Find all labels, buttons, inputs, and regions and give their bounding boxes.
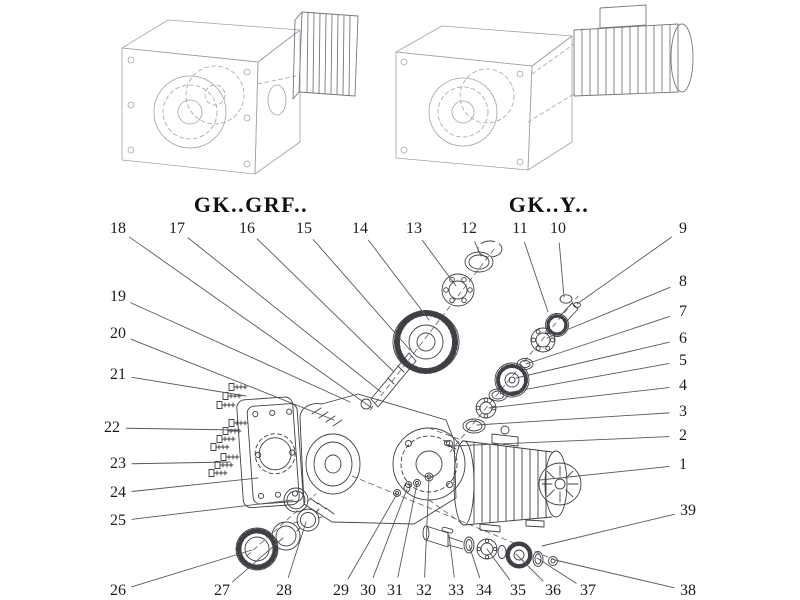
callout-16: 16 — [239, 220, 255, 237]
gearbox-grf-drawing — [121, 11, 359, 175]
callout-39: 39 — [680, 502, 696, 519]
leader-lines — [125, 236, 675, 589]
leader-line-10 — [558, 242, 565, 298]
callout-21: 21 — [110, 366, 126, 383]
callout-20: 20 — [110, 325, 126, 342]
callout-18: 18 — [110, 220, 126, 237]
motor-finned-body — [573, 4, 694, 97]
leader-line-38 — [554, 559, 675, 589]
leader-line-26 — [130, 549, 253, 588]
leader-line-1 — [539, 466, 670, 481]
leader-line-25 — [131, 499, 294, 520]
callout-9: 9 — [679, 220, 687, 237]
output-shaft-assembly — [422, 525, 558, 569]
callout-15: 15 — [296, 220, 312, 237]
callout-26: 26 — [110, 582, 126, 599]
leader-line-15 — [312, 239, 411, 351]
callout-12: 12 — [461, 220, 477, 237]
callout-32: 32 — [416, 582, 432, 599]
leader-line-4 — [488, 387, 670, 409]
leader-line-8 — [546, 286, 671, 339]
lower-left-rings — [235, 487, 323, 571]
leader-line-17 — [187, 237, 382, 393]
leader-line-7 — [525, 315, 671, 365]
callout-33: 33 — [448, 582, 464, 599]
motor-drawing — [453, 425, 582, 533]
leader-line-37 — [536, 557, 577, 584]
leader-line-30 — [372, 488, 408, 579]
leader-line-28 — [287, 521, 307, 579]
leader-line-21 — [131, 376, 247, 397]
callout-28: 28 — [276, 582, 292, 599]
callout-35: 35 — [510, 582, 526, 599]
callout-4: 4 — [679, 377, 687, 394]
leader-line-32 — [424, 477, 430, 578]
leader-line-6 — [515, 341, 670, 379]
callout-11: 11 — [512, 220, 528, 237]
callout-30: 30 — [360, 582, 376, 599]
leader-line-23 — [131, 461, 231, 465]
callout-1: 1 — [679, 456, 687, 473]
callout-17: 17 — [169, 220, 185, 237]
leader-line-33 — [448, 534, 455, 578]
callout-29: 29 — [333, 582, 349, 599]
leader-line-11 — [524, 241, 549, 313]
leader-line-19 — [130, 302, 351, 403]
gearbox-y-drawing — [395, 4, 694, 171]
callout-36: 36 — [545, 582, 561, 599]
input-gear-shaft — [370, 240, 503, 408]
callout-37: 37 — [580, 582, 596, 599]
callout-3: 3 — [679, 403, 687, 420]
callout-34: 34 — [476, 582, 492, 599]
callout-6: 6 — [679, 330, 687, 347]
exploded-view-drawing — [125, 236, 675, 589]
mounting-flange-plate — [236, 396, 304, 509]
leader-line-13 — [421, 239, 457, 287]
callout-14: 14 — [352, 220, 368, 237]
leader-line-22 — [125, 427, 239, 431]
callout-5: 5 — [679, 352, 687, 369]
callout-8: 8 — [679, 273, 687, 290]
leader-line-2 — [451, 436, 670, 447]
leader-line-16 — [256, 238, 395, 373]
input-cover-fins — [292, 11, 359, 100]
variant-label-gk-y: GK..Y.. — [508, 192, 590, 217]
leader-line-12 — [474, 241, 482, 257]
leader-line-24 — [131, 477, 259, 492]
callout-27: 27 — [214, 582, 230, 599]
leader-line-9 — [576, 236, 673, 305]
leader-line-39 — [541, 513, 675, 547]
leader-line-36 — [515, 553, 544, 582]
callout-25: 25 — [110, 512, 126, 529]
pinion-parts — [462, 294, 581, 434]
leader-line-18 — [128, 236, 373, 409]
leader-line-35 — [486, 548, 511, 581]
leader-line-5 — [499, 363, 670, 395]
callout-23: 23 — [110, 455, 126, 472]
callout-13: 13 — [406, 220, 422, 237]
leader-line-34 — [468, 544, 481, 579]
leader-line-3 — [476, 412, 670, 426]
callout-10: 10 — [550, 220, 566, 237]
callout-24: 24 — [110, 484, 126, 501]
callout-7: 7 — [679, 303, 687, 320]
variant-label-gk-grf: GK..GRF.. — [193, 192, 309, 217]
leader-line-14 — [368, 239, 430, 321]
callout-38: 38 — [680, 582, 696, 599]
callout-22: 22 — [104, 419, 120, 436]
gear-housing-drawing — [299, 393, 466, 526]
leader-line-31 — [397, 483, 418, 578]
callout-19: 19 — [110, 288, 126, 305]
callout-31: 31 — [387, 582, 403, 599]
leader-line-20 — [130, 338, 335, 421]
leader-line-29 — [347, 493, 398, 580]
leader-line-27 — [232, 537, 284, 583]
callout-2: 2 — [679, 427, 687, 444]
